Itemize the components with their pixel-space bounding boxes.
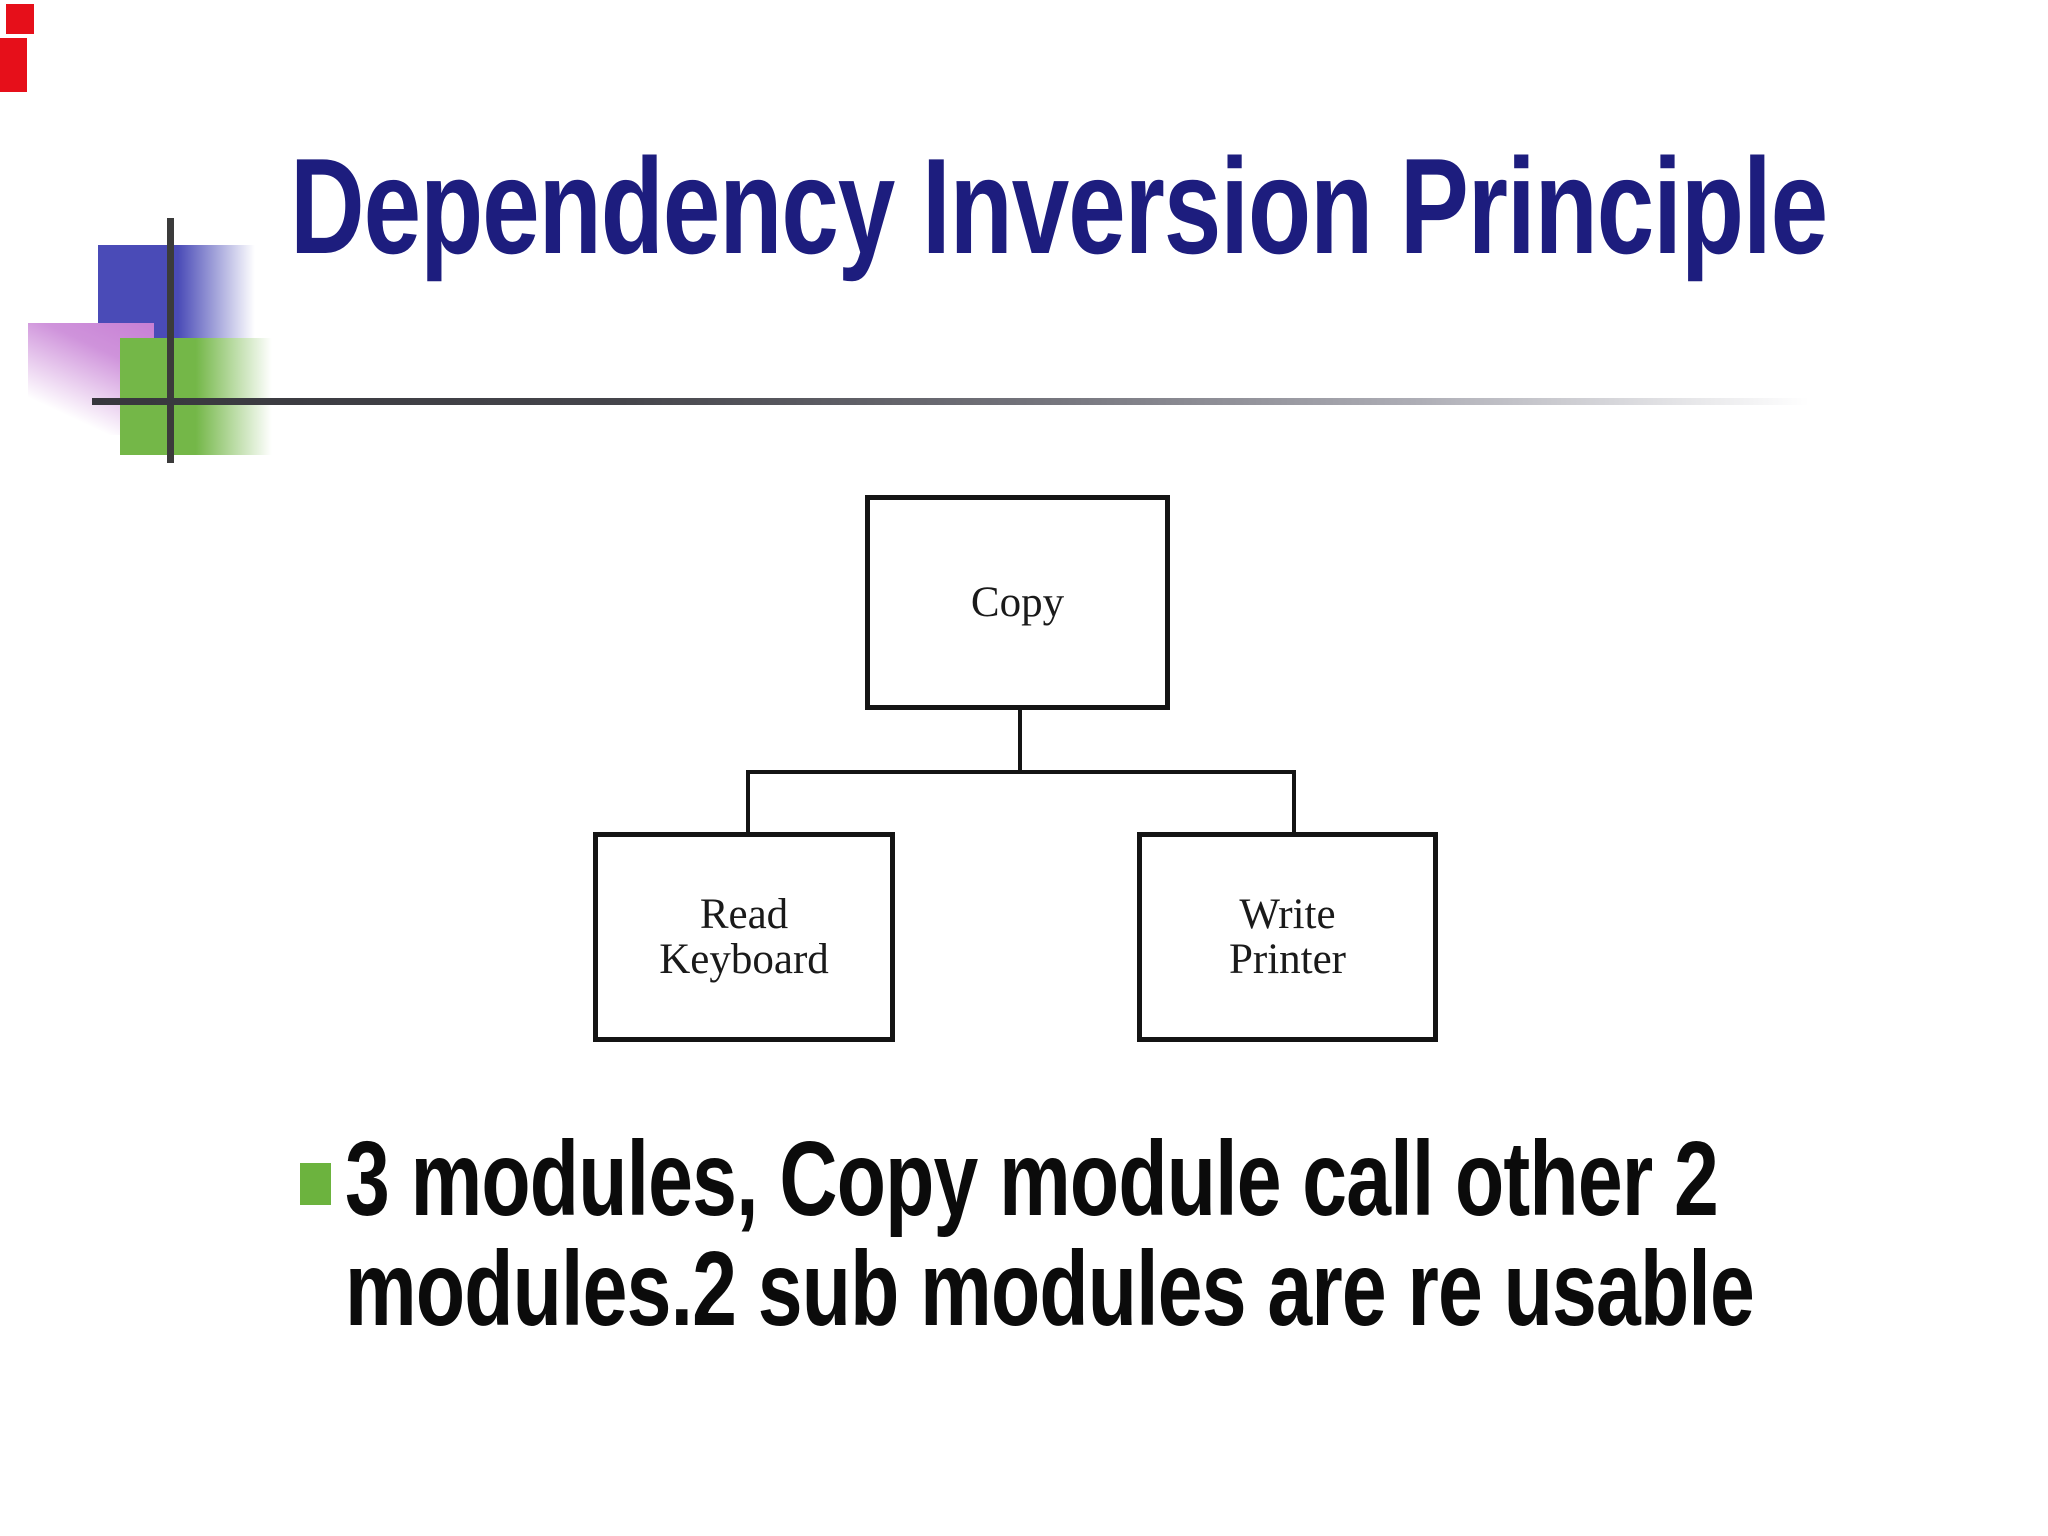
decor-vertical-line [167,218,174,463]
connector-horizontal [746,770,1296,774]
red-artifact-mark-bottom [0,38,27,92]
node-write-printer: Write Printer [1137,832,1438,1042]
connector-drop-right [1292,770,1296,834]
node-copy-label: Copy [970,578,1065,626]
bullet-square-icon [300,1163,331,1205]
connector-drop-left [746,770,750,834]
page-title: Dependency Inversion Principle [290,130,1828,282]
node-copy: Copy [865,495,1170,710]
red-artifact-mark-top [6,4,34,34]
node-read-keyboard: Read Keyboard [593,832,895,1042]
connector-copy-stem [1018,710,1022,772]
bullet-text: 3 modules, Copy module call other 2 modu… [345,1120,1755,1349]
decor-green-square [120,338,278,455]
title-underline-rule [92,398,1862,405]
node-write-printer-label: Write Printer [1228,890,1347,983]
decor-blue-square [98,245,258,338]
node-read-keyboard-label: Read Keyboard [659,890,829,983]
